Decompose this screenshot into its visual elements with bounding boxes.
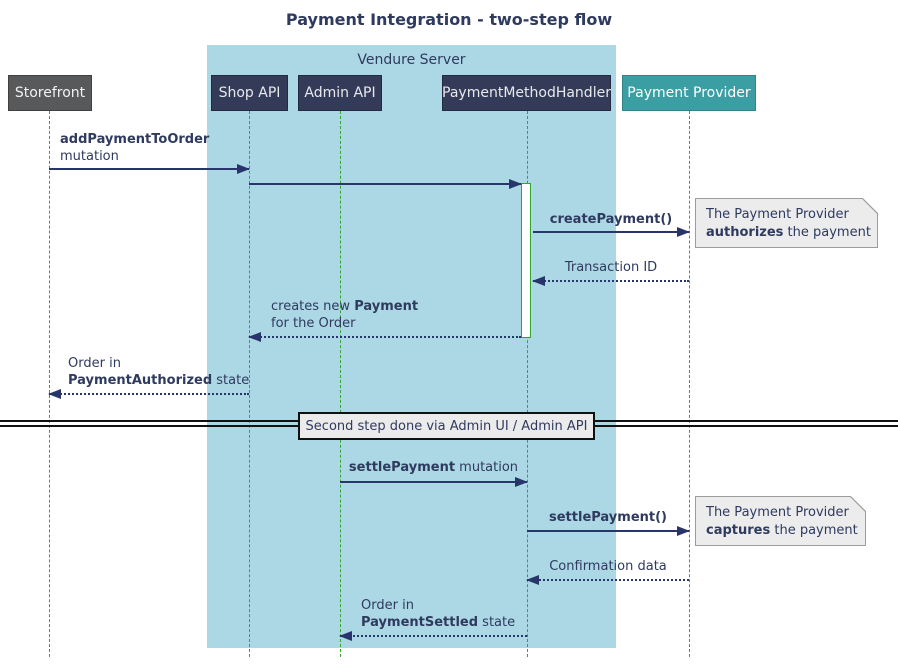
vendure-server-container [207,45,616,648]
label-text: Payment [354,299,419,314]
note-text: The Payment Provider [706,505,849,520]
label-line: Order in [68,355,249,372]
message-label-creates-payment: creates new Payment for the Order [271,298,418,332]
participant-admin-api: Admin API [298,75,382,111]
note-text: the payment [770,523,858,538]
label-text: Order in [361,598,414,613]
note-fold-icon [862,198,878,214]
note-text: the payment [783,225,871,240]
lifeline-payment-provider [689,111,690,657]
activation-bar-payment-method-handler [521,183,531,338]
label-text: state [212,373,250,388]
label-text: mutation [455,460,519,475]
participant-label: Admin API [304,85,376,101]
lifeline-payment-method-handler [527,111,528,657]
participant-label: PaymentMethodHandler [442,85,611,101]
label-line: for the Order [271,315,418,332]
lifeline-shop-api [249,111,250,657]
participant-payment-provider: Payment Provider [622,75,756,111]
label-line: creates new Payment [271,298,418,315]
label-text: PaymentSettled [361,615,479,630]
label-text: settlePayment() [549,510,667,525]
participant-label: Payment Provider [627,85,751,101]
message-label-create-payment: createPayment() [533,211,689,228]
page-title: Payment Integration - two-step flow [285,10,613,29]
label-text: creates new [271,299,355,314]
note-text: The Payment Provider [706,207,849,222]
message-label-order-authorized: Order in PaymentAuthorized state [68,355,249,389]
note-text: captures [706,523,771,538]
label-line: PaymentAuthorized state [68,372,249,389]
message-label-settle-mutation: settlePayment mutation [340,459,527,476]
label-text: Transaction ID [564,260,658,275]
note-authorizes: The Payment Provider authorizes the paym… [695,198,878,248]
label-text: mutation [60,149,119,164]
note-captures: The Payment Provider captures the paymen… [695,496,866,546]
note-fold-icon [850,496,866,512]
participant-label: Shop API [218,85,281,101]
divider-label: Second step done via Admin UI / Admin AP… [305,418,588,434]
message-label-confirmation: Confirmation data [527,558,689,575]
note-line: captures the payment [706,522,858,540]
label-text: Confirmation data [549,559,667,574]
note-line: authorizes the payment [706,224,871,242]
label-text: for the Order [271,316,356,331]
message-label-add-payment: addPaymentToOrder mutation [60,131,209,165]
note-line: The Payment Provider [706,504,857,522]
participant-label: Storefront [14,85,86,101]
vendure-server-label: Vendure Server [357,52,466,68]
participant-shop-api: Shop API [211,75,288,111]
label-text: settlePayment [348,460,456,475]
label-line: addPaymentToOrder [60,131,209,148]
message-label-settle-call: settlePayment() [527,509,689,526]
participant-storefront: Storefront [8,75,92,111]
message-label-order-settled: Order in PaymentSettled state [361,597,515,631]
label-line: Order in [361,597,515,614]
note-text: authorizes [706,225,784,240]
participant-payment-method-handler: PaymentMethodHandler [442,75,611,111]
message-label-transaction-id: Transaction ID [533,259,689,276]
label-line: mutation [60,148,209,165]
lifeline-admin-api [340,111,341,657]
label-text: state [478,615,516,630]
label-text: Order in [68,356,121,371]
divider-label-box: Second step done via Admin UI / Admin AP… [298,412,595,440]
label-text: PaymentAuthorized [68,373,213,388]
note-line: The Payment Provider [706,206,869,224]
lifeline-storefront [49,111,50,657]
label-text: createPayment() [549,212,673,227]
label-line: PaymentSettled state [361,614,515,631]
label-text: addPaymentToOrder [60,132,210,147]
